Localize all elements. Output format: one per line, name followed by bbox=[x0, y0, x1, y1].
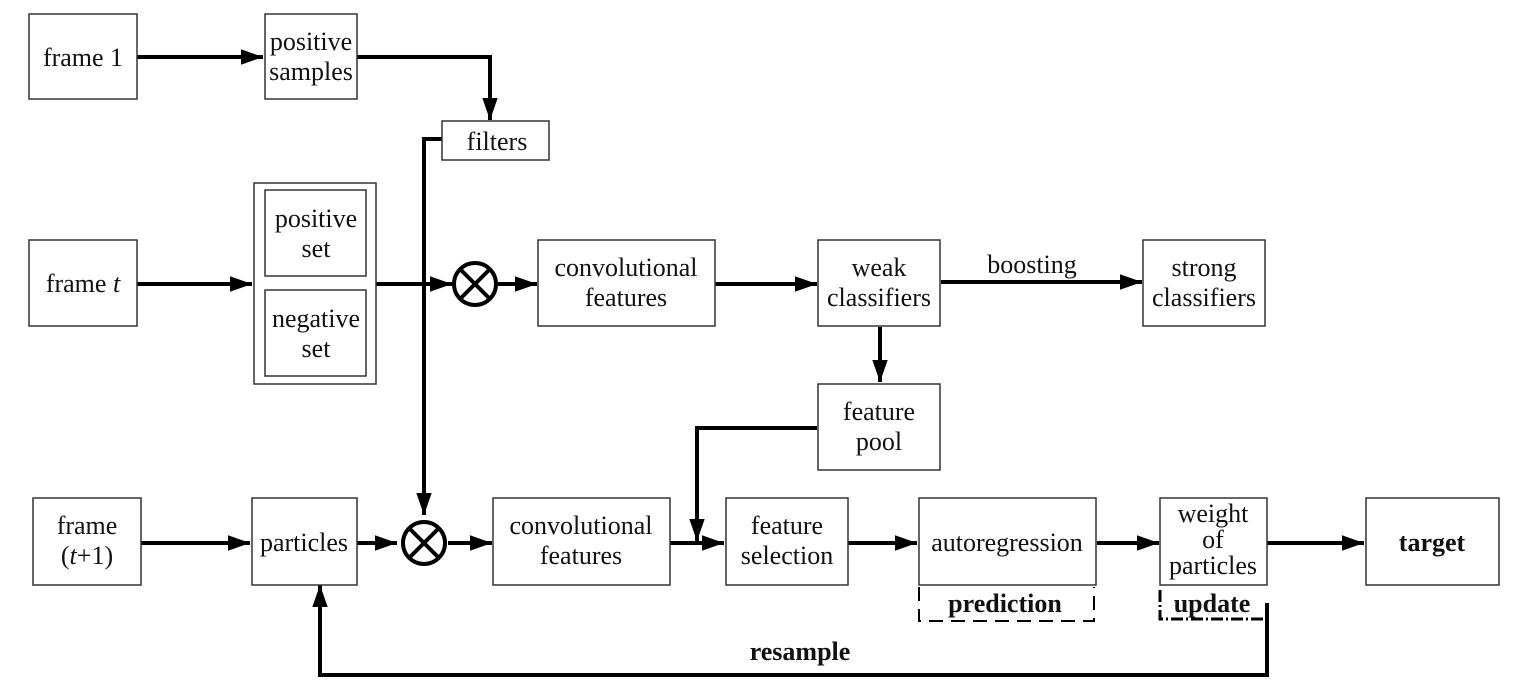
update-label: update bbox=[1174, 589, 1251, 618]
node-label: frame bbox=[57, 511, 118, 540]
node-strong-classifiers: strong classifiers bbox=[1142, 239, 1266, 327]
edge-feature-pool-to-feature-selection bbox=[689, 426, 817, 541]
node-label: features bbox=[540, 541, 622, 570]
node-label: samples bbox=[269, 57, 353, 86]
convolution-operator-upper bbox=[452, 261, 498, 307]
node-label: set bbox=[302, 234, 332, 263]
node-label: features bbox=[585, 283, 667, 312]
node-label: frame 1 bbox=[43, 43, 123, 72]
node-frame-1: frame 1 bbox=[28, 13, 138, 100]
node-label: classifiers bbox=[1152, 283, 1256, 312]
node-feature-pool: feature pool bbox=[817, 383, 941, 471]
node-negative-set: negative set bbox=[264, 289, 367, 377]
edge-resample bbox=[312, 585, 1269, 677]
node-label: of bbox=[1202, 525, 1224, 554]
node-label: convolutional bbox=[555, 253, 698, 282]
node-label: positive bbox=[275, 204, 357, 233]
node-label: autoregression bbox=[931, 528, 1083, 557]
prediction-tag: prediction bbox=[918, 587, 1095, 622]
node-label-word: frame bbox=[46, 269, 113, 298]
node-label: particles bbox=[1169, 551, 1257, 580]
node-target: target bbox=[1365, 497, 1500, 586]
node-weak-classifiers: weak classifiers bbox=[817, 239, 941, 327]
node-label: filters bbox=[467, 127, 528, 156]
node-label: target bbox=[1399, 528, 1466, 557]
node-feature-selection: feature selection bbox=[725, 497, 849, 586]
node-positive-set: positive set bbox=[264, 189, 367, 277]
node-label: frame t bbox=[46, 269, 121, 298]
node-label: positive bbox=[270, 27, 352, 56]
node-autoregression: autoregression bbox=[918, 497, 1097, 586]
node-label: weight bbox=[1178, 499, 1250, 528]
node-frame-t: frame t bbox=[28, 239, 138, 327]
node-particles: particles bbox=[251, 497, 358, 586]
node-label: set bbox=[302, 334, 332, 363]
node-label: feature bbox=[751, 511, 823, 540]
update-tag: update bbox=[1158, 589, 1267, 621]
edge-positive-samples-to-filters bbox=[357, 55, 498, 120]
node-frame-t-plus-1: frame (t+1) bbox=[32, 497, 142, 586]
node-label: pool bbox=[856, 427, 902, 456]
node-sample-sets: positive set negative set bbox=[253, 182, 377, 385]
node-label-variable: t bbox=[70, 541, 78, 570]
node-label-variable: t bbox=[113, 269, 121, 298]
edge-label-boosting: boosting bbox=[987, 250, 1077, 279]
node-label: selection bbox=[741, 541, 833, 570]
node-convolutional-features-top: convolutional features bbox=[537, 239, 716, 327]
node-label: weak bbox=[852, 253, 907, 282]
node-label: (t+1) bbox=[61, 541, 113, 570]
prediction-label: prediction bbox=[948, 589, 1062, 618]
node-label: particles bbox=[260, 528, 348, 557]
node-positive-samples: positive samples bbox=[264, 13, 358, 100]
node-label: convolutional bbox=[510, 511, 653, 540]
node-filters: filters bbox=[441, 120, 550, 161]
node-label: strong bbox=[1172, 253, 1237, 282]
node-label: negative bbox=[272, 304, 360, 333]
node-convolutional-features-bottom: convolutional features bbox=[492, 497, 671, 586]
node-label: feature bbox=[843, 397, 915, 426]
connections bbox=[137, 49, 1364, 677]
node-weight-of-particles: weight of particles bbox=[1159, 497, 1268, 586]
convolution-operator-lower bbox=[401, 520, 447, 566]
node-label-part: +1) bbox=[77, 541, 113, 570]
edge-filters-to-lower-operator bbox=[416, 137, 442, 515]
edge-label-resample: resample bbox=[750, 637, 851, 666]
node-label: classifiers bbox=[827, 283, 931, 312]
node-label-part: ( bbox=[61, 541, 70, 570]
